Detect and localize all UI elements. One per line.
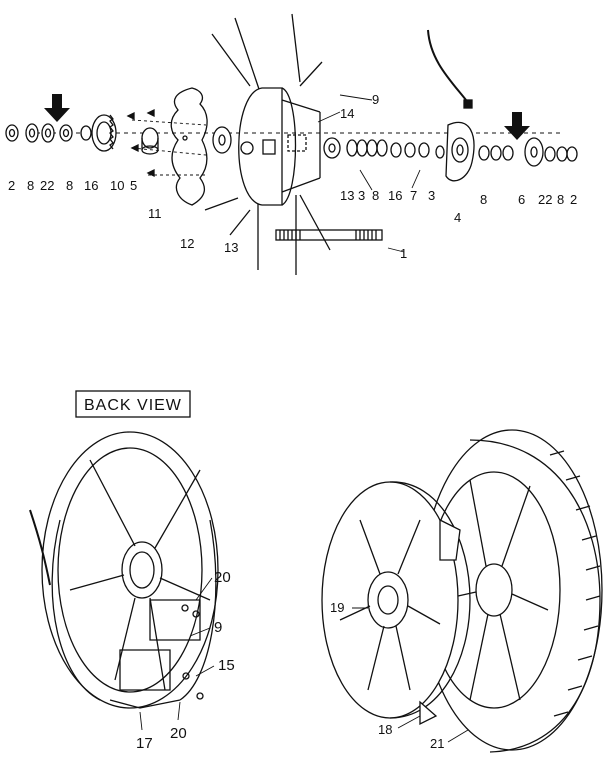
back-view xyxy=(29,390,219,731)
plate-part-12 xyxy=(170,87,208,206)
clip-part-18 xyxy=(419,700,438,726)
bracket-part-4 xyxy=(427,29,475,182)
back-view-caption: BACK VIEW xyxy=(84,397,182,414)
label-20b: 20 xyxy=(170,725,187,742)
label-13a: 13 xyxy=(224,240,238,255)
label-15: 15 xyxy=(218,657,235,674)
label-8c: 8 xyxy=(372,188,379,203)
cover-part-19 xyxy=(321,481,471,719)
right-washers xyxy=(323,137,445,159)
label-7: 7 xyxy=(410,188,417,203)
label-6: 6 xyxy=(518,192,525,207)
label-18: 18 xyxy=(378,722,392,737)
hub-part-9 xyxy=(238,87,321,206)
label-10: 10 xyxy=(110,178,124,193)
label-3b: 3 xyxy=(428,188,435,203)
label-1: 1 xyxy=(400,246,407,261)
label-21: 21 xyxy=(430,736,444,751)
label-17: 17 xyxy=(136,735,153,752)
right-hardware xyxy=(478,137,578,167)
label-11: 11 xyxy=(148,206,162,221)
label-2a: 2 xyxy=(8,178,15,193)
label-22a: 22 xyxy=(40,178,54,193)
label-19: 19 xyxy=(330,600,344,615)
top-part-labels: 2 8 22 8 16 10 5 11 12 13 14 9 13 3 8 16… xyxy=(8,92,577,261)
axle-part-1 xyxy=(275,229,383,241)
label-20a: 20 xyxy=(214,569,231,586)
label-9-top: 9 xyxy=(372,92,379,107)
front-view-labels: 19 18 21 xyxy=(330,600,444,751)
bearing-part-14 xyxy=(287,134,307,152)
label-9: 9 xyxy=(214,619,222,636)
tire-lines xyxy=(204,13,331,275)
label-22b: 22 xyxy=(538,192,552,207)
label-8b: 8 xyxy=(66,178,73,193)
label-16b: 16 xyxy=(388,188,402,203)
label-14: 14 xyxy=(340,106,354,121)
label-8d: 8 xyxy=(480,192,487,207)
label-8a: 8 xyxy=(27,178,34,193)
label-12: 12 xyxy=(180,236,194,251)
back-view-caption-box xyxy=(75,390,191,418)
label-8e: 8 xyxy=(557,192,564,207)
label-2b: 2 xyxy=(570,192,577,207)
label-5: 5 xyxy=(130,178,137,193)
label-3a: 3 xyxy=(358,188,365,203)
bushing-part-5 xyxy=(141,127,159,155)
arrow-left-icon xyxy=(44,94,70,122)
back-view-labels: 20 9 15 17 20 xyxy=(136,569,235,752)
left-washers xyxy=(5,123,92,143)
label-4: 4 xyxy=(454,210,461,225)
front-view xyxy=(321,429,603,753)
arrow-right-icon xyxy=(504,112,530,140)
gear-part-10 xyxy=(91,114,117,152)
label-16a: 16 xyxy=(84,178,98,193)
label-13b: 13 xyxy=(340,188,354,203)
exploded-wheel-assembly xyxy=(5,13,578,275)
screws-part-11 xyxy=(126,108,155,178)
washer-part-13a xyxy=(212,126,232,154)
